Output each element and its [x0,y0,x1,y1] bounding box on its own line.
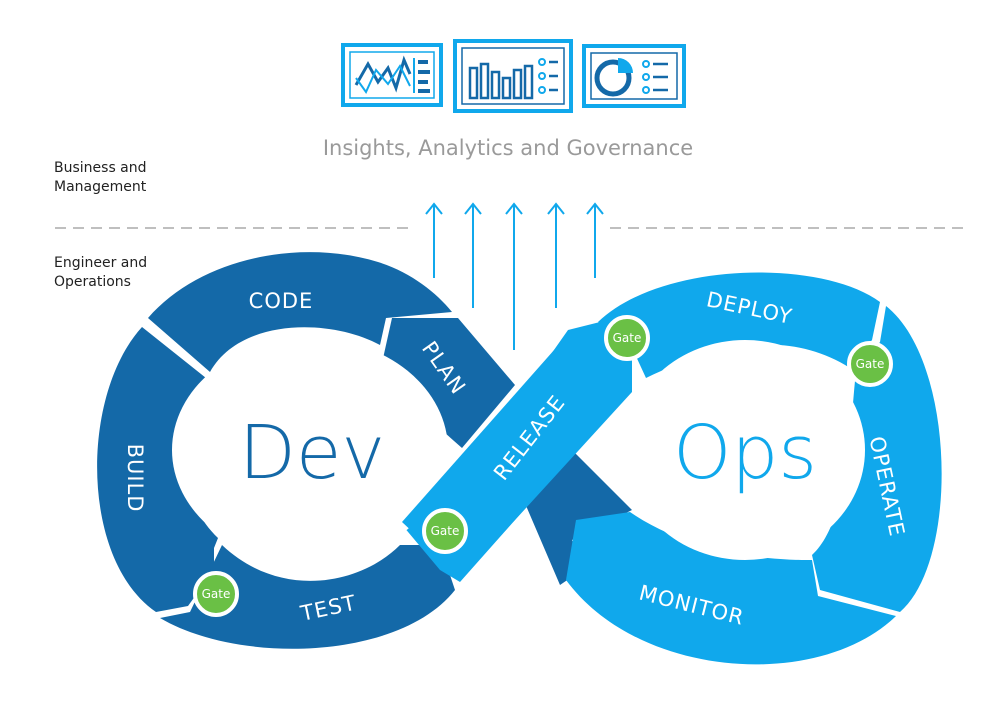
stage-monitor-segment [566,512,896,665]
line-chart-dashboard-icon [341,43,443,107]
gate-label: Gate [202,587,231,601]
header-title: Insights, Analytics and Governance [323,136,693,160]
zone-label-upper-line1: Business and [54,160,147,176]
gate-test: Gate [193,571,239,617]
gate-label: Gate [613,331,642,345]
zone-label-lower-line1: Engineer and [54,255,147,271]
bar-chart-dashboard-icon [453,39,573,113]
stage-label-code: CODE [249,289,314,313]
stage-code-segment [148,252,452,372]
up-arrow-icon [586,202,604,278]
gate-label: Gate [431,524,460,538]
stage-test-segment [160,545,455,649]
gate-release-lower: Gate [422,508,468,554]
stage-label-build: BUILD [123,444,147,513]
gate-deploy: Gate [847,341,893,387]
pie-chart-dashboard-icon [582,44,686,108]
up-arrow-icon [464,202,482,308]
zone-label-upper-line2: Management [54,179,147,195]
up-arrow-icon [547,202,565,308]
dev-title: Dev [239,410,385,496]
gate-release-upper: Gate [604,315,650,361]
up-arrow-icon [505,202,523,350]
stage-deploy-segment [598,272,880,378]
dev-loop [97,252,632,649]
up-arrow-icon [425,202,443,278]
gate-label: Gate [856,357,885,371]
feedback-arrows [425,202,604,350]
stage-operate-segment [812,306,942,612]
stage-plan-segment [380,318,515,448]
dev-center [172,338,448,562]
ops-title: Ops [673,410,817,496]
zone-label-lower-line2: Operations [54,274,131,290]
ops-center [625,340,865,560]
